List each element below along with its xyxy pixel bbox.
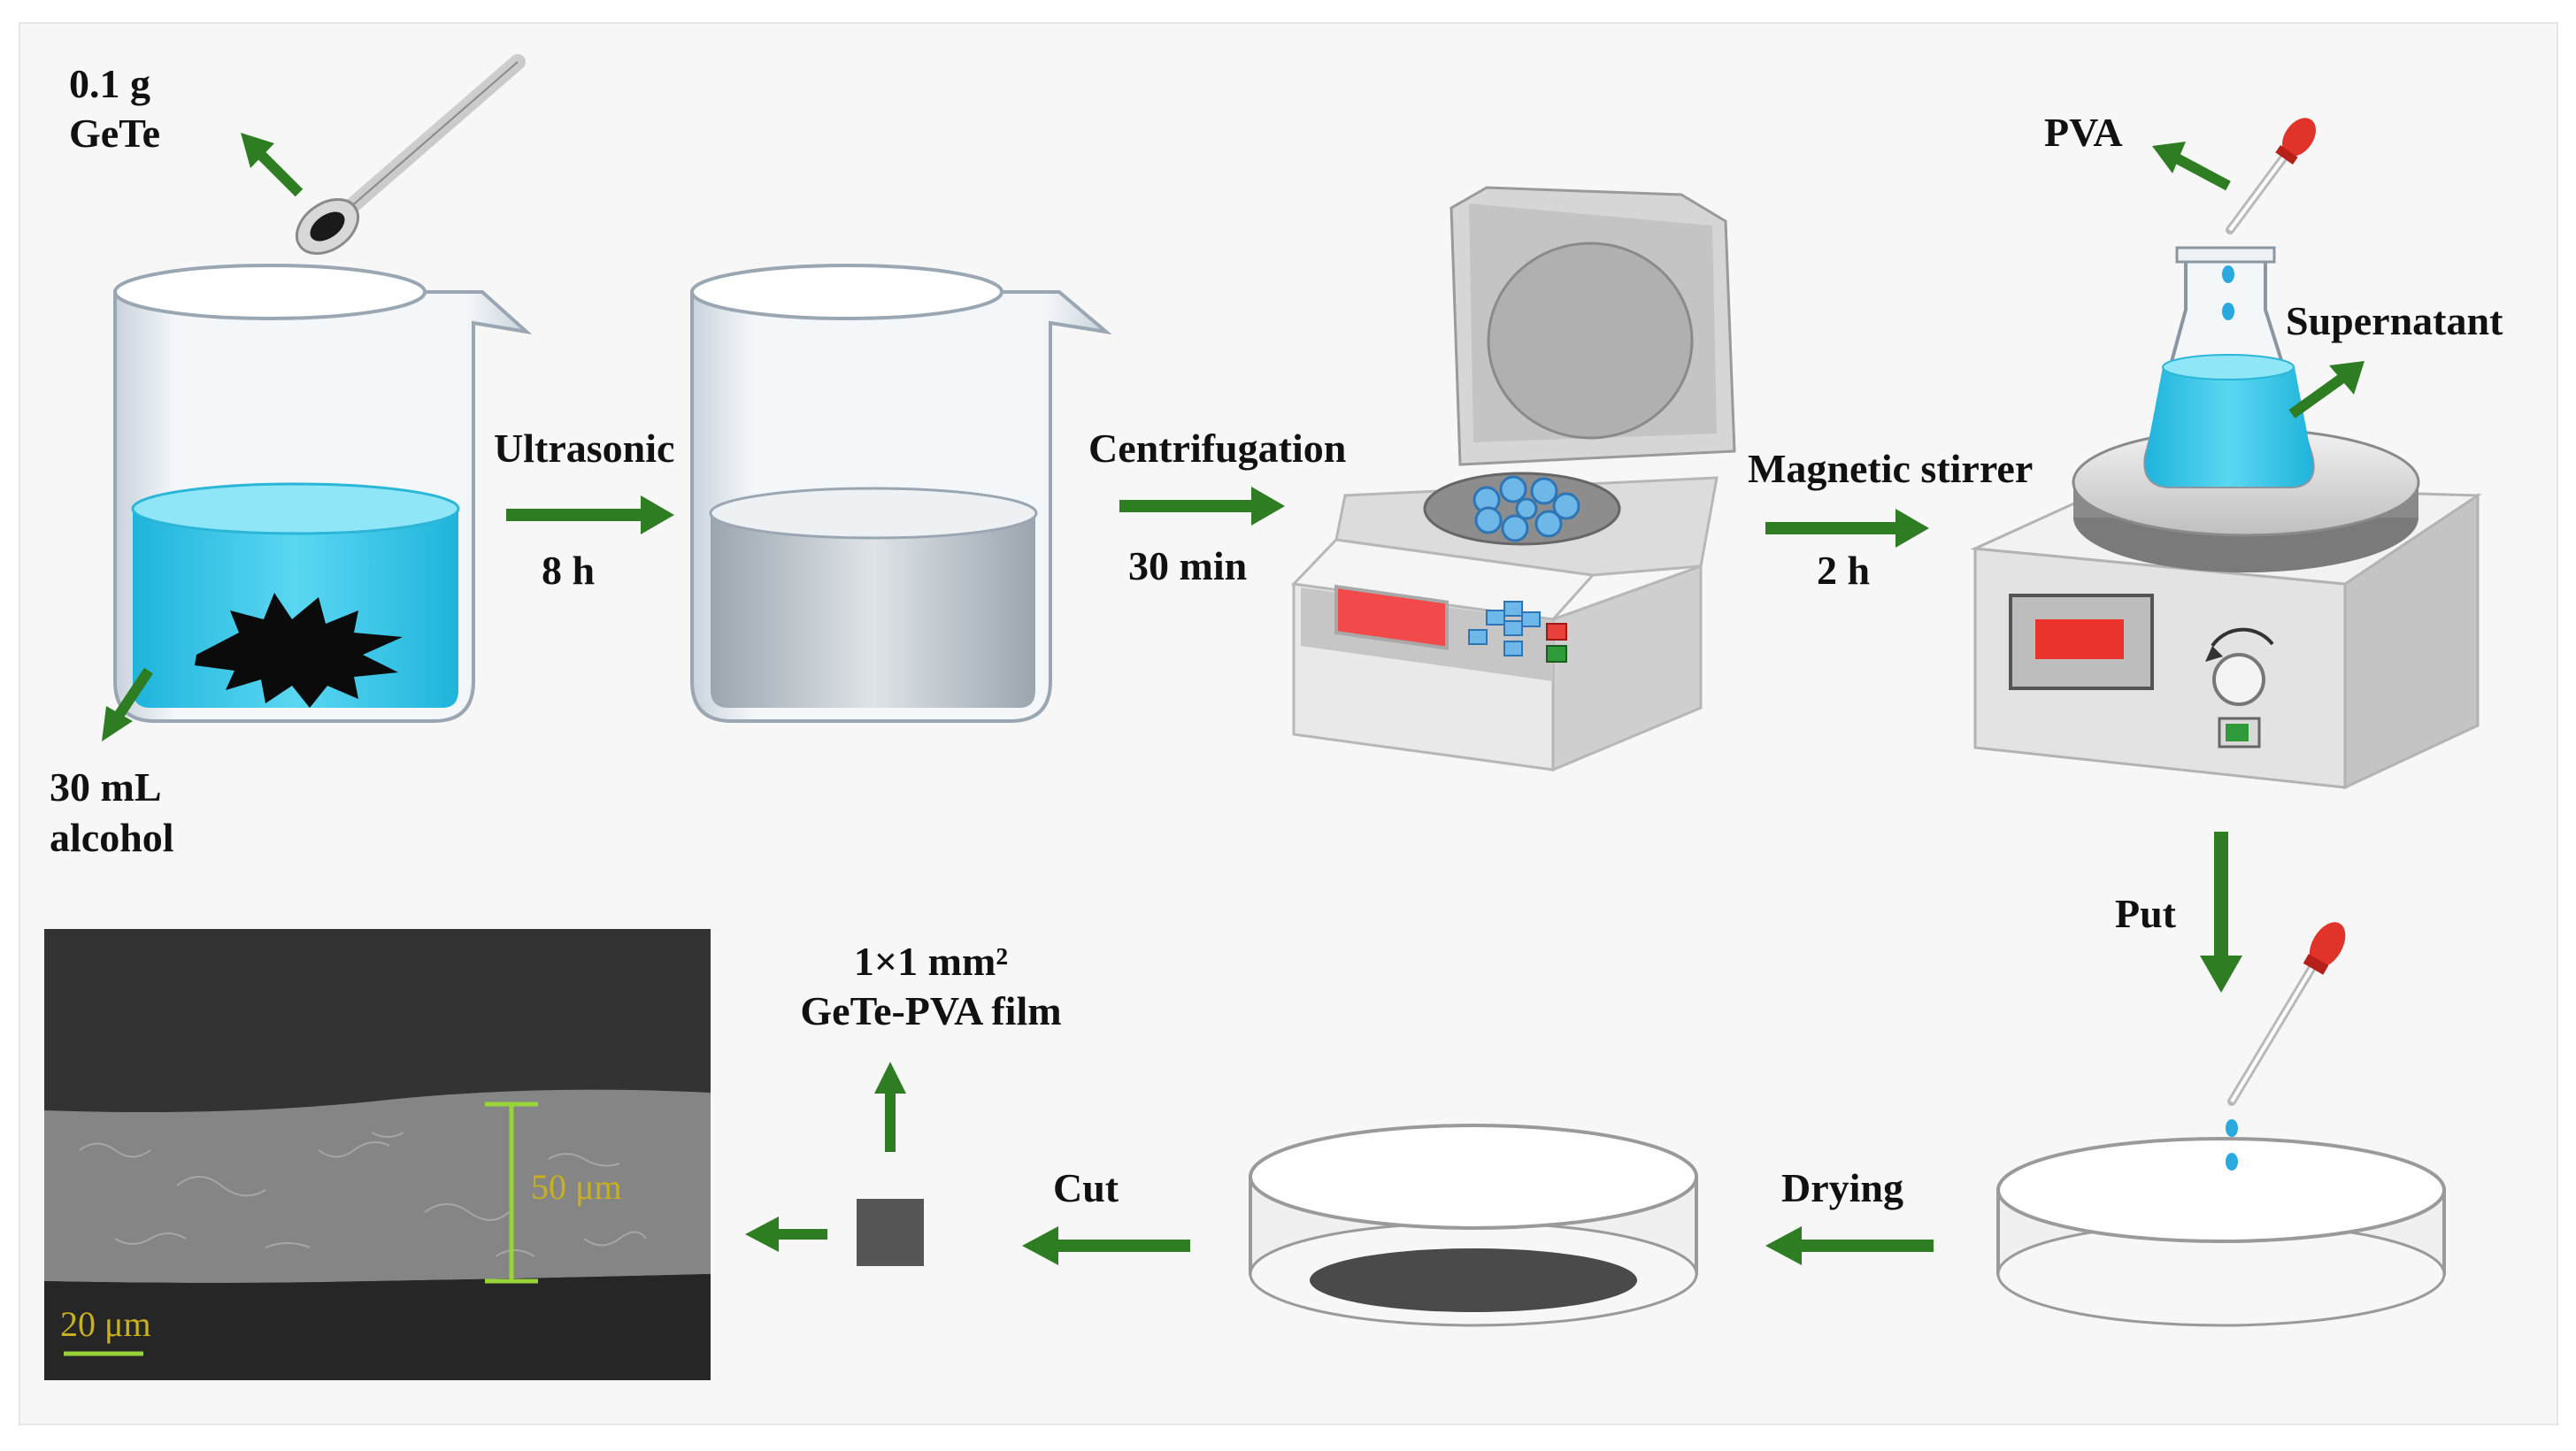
arrow-to-supernatant-label (2288, 361, 2365, 418)
arrow-stirrer (1765, 509, 1929, 548)
film-label: GeTe-PVA film (800, 988, 1061, 1033)
film-square-icon (857, 1199, 924, 1266)
centrifuge-icon (1290, 186, 1736, 772)
stirrer-label: Magnetic stirrer (1748, 446, 2033, 491)
drying-label: Drying (1781, 1165, 1903, 1210)
spoon-icon (295, 54, 526, 255)
dropper-icon (2226, 118, 2317, 234)
arrow-ultrasonic (506, 495, 674, 534)
stirrer-time-label: 2 h (1817, 548, 1870, 593)
pva-label: PVA (2044, 110, 2123, 155)
scalebar-label: 20 μm (60, 1304, 151, 1344)
dropper-icon-lower (2227, 922, 2346, 1106)
arrow-to-pva-label (2152, 142, 2231, 191)
ultrasonic-label: Ultrasonic (494, 426, 674, 471)
gete-amount-label: 0.1 g (69, 61, 150, 106)
arrow-to-alcohol-label (102, 667, 153, 741)
arrow-centrifugation (1119, 487, 1285, 526)
arrow-cut (1022, 1226, 1190, 1265)
petri-dish-casting (1996, 1119, 2446, 1327)
arrow-to-film-label (874, 1062, 906, 1152)
cut-label: Cut (1053, 1165, 1119, 1210)
gete-particle-icon (195, 593, 403, 708)
conical-flask-icon (2143, 246, 2315, 488)
centrifugation-label: Centrifugation (1088, 426, 1346, 471)
put-label: Put (2115, 891, 2177, 936)
arrow-put (2200, 832, 2242, 993)
film-size-label: 1×1 mm² (854, 939, 1008, 984)
arrow-to-sem (745, 1217, 827, 1252)
alcohol-label: alcohol (50, 815, 174, 860)
beaker-dispersion (690, 264, 1112, 723)
supernatant-label: Supernatant (2286, 298, 2503, 343)
ultrasonic-time-label: 8 h (542, 548, 595, 593)
centrifugation-time-label: 30 min (1128, 543, 1247, 588)
gete-material-label: GeTe (69, 111, 160, 156)
thickness-label: 50 μm (531, 1167, 622, 1207)
petri-dish-dried-film (1249, 1124, 1698, 1327)
sem-image (44, 929, 711, 1380)
alcohol-volume-label: 30 mL (50, 764, 162, 810)
beaker-gete-alcohol (113, 264, 533, 723)
arrow-drying (1765, 1226, 1934, 1265)
arrow-to-gete-label (241, 133, 304, 197)
